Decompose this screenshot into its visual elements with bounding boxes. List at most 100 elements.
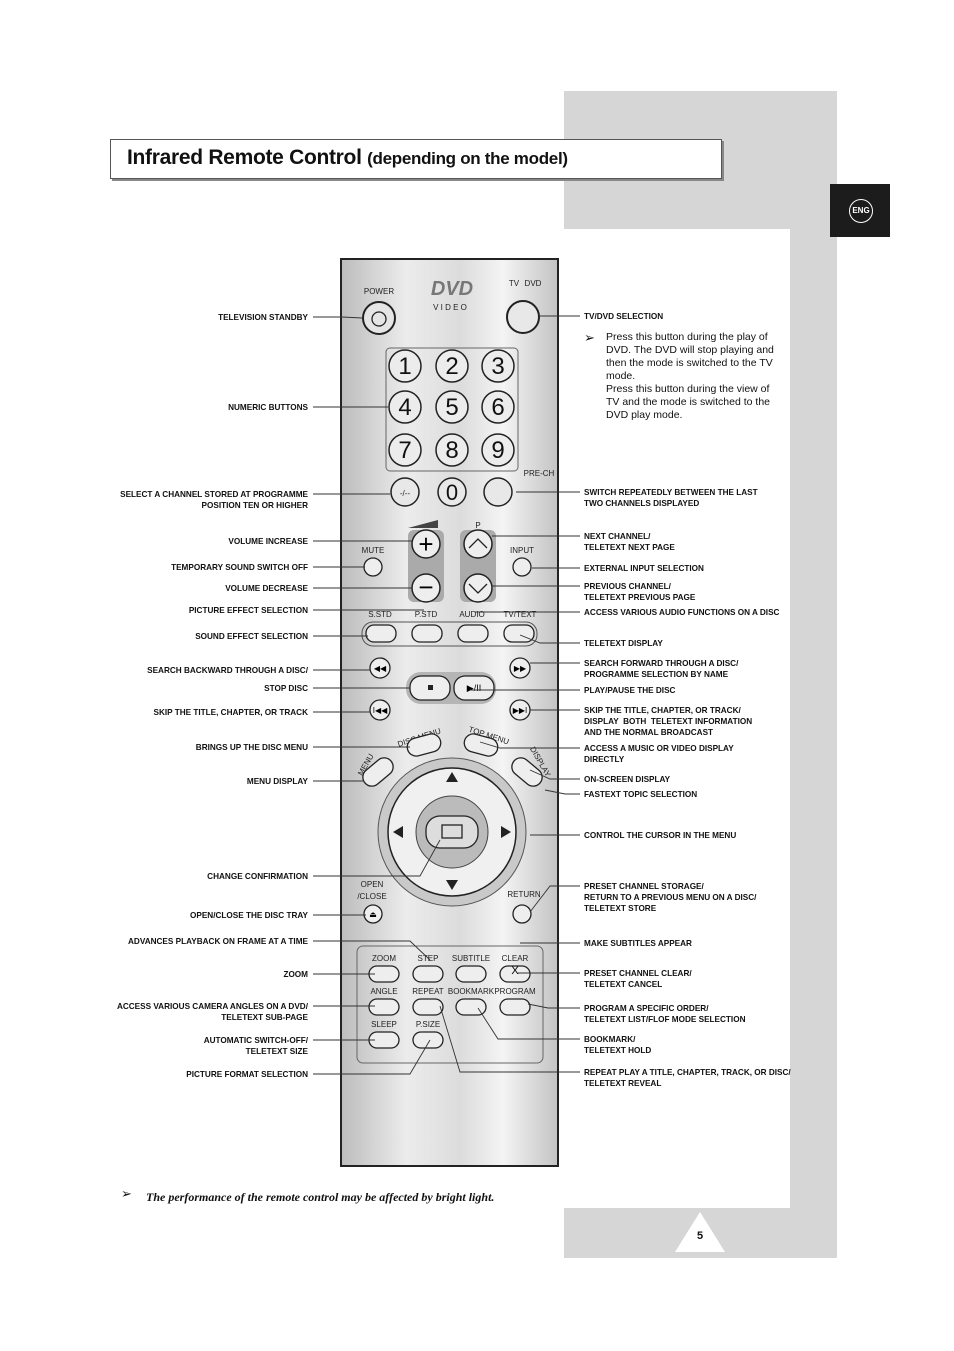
- digit-label-1: 1: [398, 353, 411, 380]
- right-label-19: Repeat play a title, chapter, track, or …: [584, 1068, 791, 1088]
- play-pause-icon: ▶/II: [467, 683, 481, 693]
- right-label-11: On-screen display: [584, 775, 671, 784]
- sleep-label: SLEEP: [371, 1020, 397, 1029]
- psize-button: [412, 1031, 444, 1049]
- digit-label-6: 6: [491, 394, 504, 421]
- eject-icon: ⏏: [369, 910, 377, 919]
- left-label-9: Stop disc: [264, 684, 308, 693]
- angle-button: [368, 998, 400, 1016]
- enter-button: [425, 815, 479, 849]
- digit-button-8: [435, 433, 469, 467]
- clear-x-label: X: [511, 965, 519, 977]
- zoom-label: ZOOM: [372, 954, 396, 963]
- audio-button: [457, 624, 489, 643]
- digit-label-2: 2: [445, 353, 458, 380]
- skip-forward-icon: ▶▶I: [513, 706, 528, 715]
- right-label-7: Search forward through a disc/ programme…: [584, 659, 739, 679]
- right-label-3: External input selection: [584, 564, 704, 573]
- title-box: Infrared Remote Control (depending on th…: [110, 139, 722, 179]
- right-pointer-17: [527, 1003, 580, 1009]
- input-label: INPUT: [510, 546, 534, 555]
- bookmark-label: BOOKMARK: [448, 987, 495, 996]
- left-label-1: Numeric buttons: [228, 403, 308, 412]
- digit-label-9: 9: [491, 437, 504, 464]
- right-pointer-12: [544, 789, 580, 795]
- left-pointer-19: [313, 1039, 431, 1075]
- subtitle-label: SUBTITLE: [452, 954, 490, 963]
- step-button: [412, 965, 444, 983]
- volume-up-button: [411, 529, 441, 559]
- clear-button: [499, 965, 531, 983]
- tv-dvd-button: [506, 300, 540, 334]
- dpad-right-icon: [501, 826, 511, 838]
- dpad-up-icon: [446, 772, 458, 782]
- disc-menu-button: [406, 733, 442, 757]
- mute-label: MUTE: [362, 546, 385, 555]
- right-label-0: TV/DVD selection: [584, 312, 664, 321]
- zero-label: 0: [446, 480, 458, 505]
- return-label: RETURN: [507, 890, 541, 899]
- left-label-7: Sound effect selection: [195, 632, 308, 641]
- digit-button-4: [388, 390, 422, 424]
- search-forward-button: [509, 657, 531, 679]
- gray-panel-side: [790, 229, 837, 1258]
- right-label-15: Make subtitles appear: [584, 939, 692, 948]
- right-label-13: Control the cursor in the menu: [584, 831, 737, 840]
- dpad-down-icon: [446, 880, 458, 890]
- rewind-icon: ◀◀: [374, 664, 387, 673]
- digit-label-7: 7: [398, 437, 411, 464]
- pstd-label: P.STD: [415, 610, 438, 619]
- left-label-15: Advances playback on frame at a time: [128, 937, 308, 946]
- p-label: P: [475, 521, 480, 530]
- language-tab: ENG: [830, 184, 890, 237]
- tvtext-label: TV/TEXT: [504, 610, 537, 619]
- power-button: [362, 301, 396, 335]
- left-label-8: Search backward through a disc/: [147, 666, 308, 675]
- plus-icon: +: [418, 529, 433, 559]
- left-label-4: Temporary sound switch off: [171, 563, 308, 572]
- digit-button-5: [435, 390, 469, 424]
- right-label-10: Access a music or video display directly: [584, 744, 734, 764]
- subtitle-button: [455, 965, 487, 983]
- right-pointer-14: [529, 885, 580, 913]
- sstd-label: S.STD: [368, 610, 392, 619]
- left-label-19: Picture format selection: [186, 1070, 308, 1079]
- minus-icon: −: [418, 572, 433, 602]
- program-button: [499, 998, 531, 1016]
- left-pointer-15: [313, 940, 431, 961]
- left-label-14: Open/close the disc tray: [190, 911, 308, 920]
- skip-back-icon: I◀◀: [373, 706, 388, 715]
- title-main: Infrared Remote Control: [127, 146, 362, 169]
- left-label-10: Skip the title, chapter, or track: [153, 708, 308, 717]
- bookmark-button: [455, 998, 487, 1016]
- angle-label: ANGLE: [370, 987, 397, 996]
- left-label-18: Automatic switch-off/ teletext size: [203, 1036, 308, 1056]
- right-label-14: Preset channel storage/ return to a prev…: [584, 882, 757, 913]
- left-label-11: Brings up the disc menu: [195, 743, 308, 752]
- right-pointer-11: [529, 769, 580, 780]
- channel-up-button: [463, 529, 493, 559]
- right-pointer-19: [439, 1005, 580, 1073]
- close-label: /CLOSE: [357, 892, 386, 901]
- dpad-left-icon: [393, 826, 403, 838]
- clear-label: CLEAR: [502, 954, 529, 963]
- left-pointer-0: [313, 316, 363, 319]
- digit-label-8: 8: [445, 437, 458, 464]
- power-label: POWER: [364, 287, 394, 296]
- pstd-button: [411, 624, 443, 643]
- open-close-button: [363, 904, 383, 924]
- prech-label: PRE-CH: [524, 469, 555, 478]
- chevron-up-icon: [468, 538, 488, 549]
- title-sub: (depending on the model): [367, 149, 568, 168]
- tv-dvd-note: Press this button during the play of DVD…: [606, 331, 774, 421]
- right-label-9: Skip the title, chapter, or track/ displ…: [584, 706, 753, 737]
- left-label-3: Volume increase: [228, 537, 308, 546]
- digit-label-3: 3: [491, 353, 504, 380]
- digit-button-6: [481, 390, 515, 424]
- language-badge: ENG: [849, 199, 873, 223]
- left-label-16: Zoom: [283, 970, 308, 979]
- digit-button-7: [388, 433, 422, 467]
